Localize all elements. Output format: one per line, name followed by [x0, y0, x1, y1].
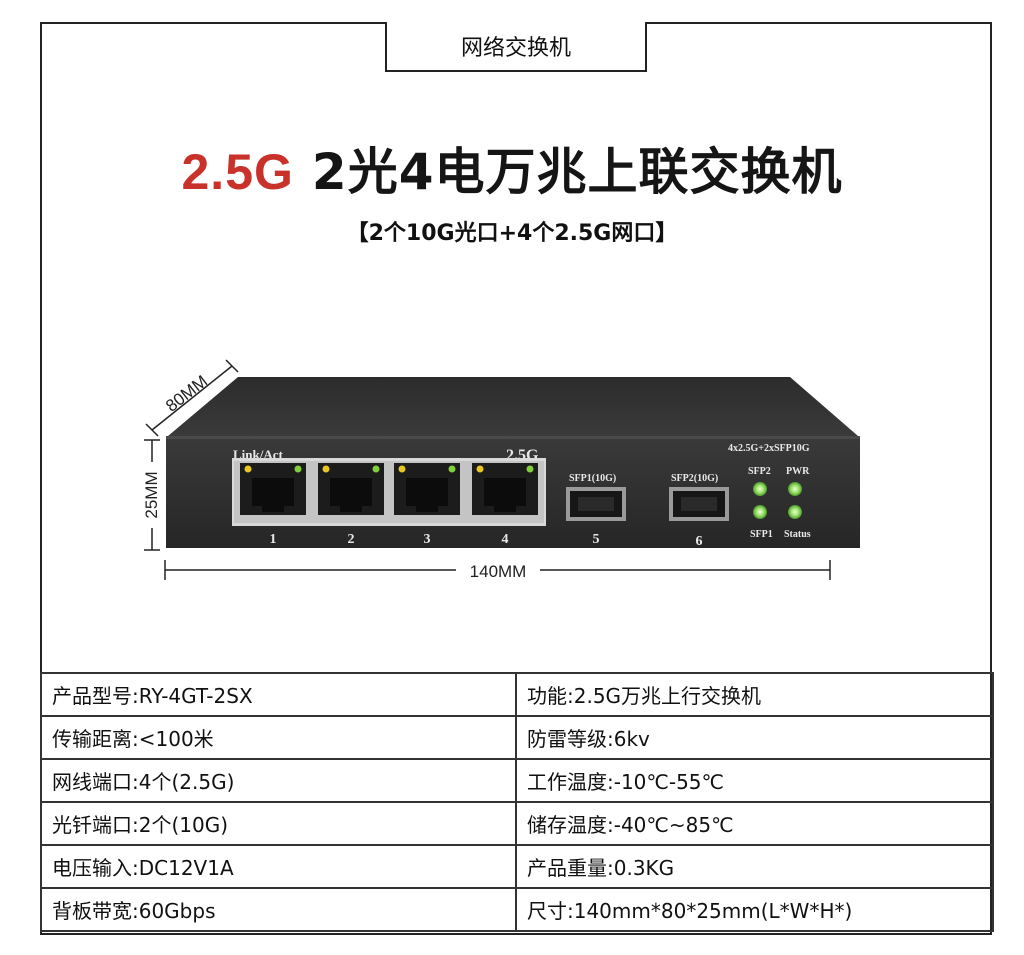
- headline-title: 2光4电万兆上联交换机: [311, 143, 843, 201]
- rj45-port-4: [472, 463, 538, 515]
- spec-surge-protection: 防雷等级:6kv: [515, 715, 994, 760]
- table-row: 光钎端口:2个(10G) 储存温度:-40℃~85℃: [40, 801, 994, 846]
- sfp1-label: SFP1(10G): [569, 473, 616, 484]
- width-label: 140MM: [470, 562, 527, 581]
- table-row: 背板带宽:60Gbps 尺寸:140mm*80*25mm(L*W*H*): [40, 887, 994, 932]
- led-status: [788, 505, 802, 519]
- headline-speed: 2.5G: [181, 144, 294, 200]
- sfp-port-6: [669, 487, 729, 521]
- height-dimension: [140, 439, 164, 551]
- led-label-pwr: PWR: [786, 466, 810, 477]
- led-sfp2: [753, 482, 767, 496]
- led-label-status: Status: [784, 529, 811, 540]
- spec-fiber-ports: 光钎端口:2个(10G): [40, 801, 517, 846]
- spec-model: 产品型号:RY-4GT-2SX: [40, 672, 517, 717]
- spec-function: 功能:2.5G万兆上行交换机: [515, 672, 994, 717]
- spec-dimensions: 尺寸:140mm*80*25mm(L*W*H*): [515, 887, 994, 932]
- spec-weight: 产品重量:0.3KG: [515, 844, 994, 889]
- height-label: 25MM: [142, 471, 161, 518]
- spec-storage-temp: 储存温度:-40℃~85℃: [515, 801, 994, 846]
- switch-diagram: 80MM 25MM 140MM Link/Act 2.5G 4x2.5G+2xS…: [140, 359, 860, 581]
- rj45-port-2: [318, 463, 384, 515]
- port-number-3: 3: [424, 532, 431, 547]
- sfp-port-5: [566, 487, 626, 521]
- model-label: 4x2.5G+2xSFP10G: [728, 443, 810, 454]
- spec-power-input: 电压输入:DC12V1A: [40, 844, 517, 889]
- product-headline: 2.5G 2光4电万兆上联交换机: [0, 132, 1024, 204]
- led-label-sfp1: SFP1: [750, 529, 773, 540]
- table-row: 网线端口:4个(2.5G) 工作温度:-10℃-55℃: [40, 758, 994, 803]
- spec-table: 产品型号:RY-4GT-2SX 功能:2.5G万兆上行交换机 传输距离:<100…: [40, 672, 994, 932]
- table-row: 电压输入:DC12V1A 产品重量:0.3KG: [40, 844, 994, 889]
- port-number-4: 4: [502, 532, 509, 547]
- spec-backplane: 背板带宽:60Gbps: [40, 887, 517, 932]
- port-number-6: 6: [696, 534, 703, 549]
- product-subheadline: 【2个10G光口+4个2.5G网口】: [346, 221, 678, 246]
- port-number-5: 5: [593, 532, 600, 547]
- spec-ethernet-ports: 网线端口:4个(2.5G): [40, 758, 517, 803]
- port-number-2: 2: [348, 532, 355, 547]
- led-label-sfp2: SFP2: [748, 466, 771, 477]
- spec-operating-temp: 工作温度:-10℃-55℃: [515, 758, 994, 803]
- depth-dimension: [145, 359, 239, 437]
- spec-distance: 传输距离:<100米: [40, 715, 517, 760]
- table-row: 产品型号:RY-4GT-2SX 功能:2.5G万兆上行交换机: [40, 672, 994, 717]
- table-row: 传输距离:<100米 防雷等级:6kv: [40, 715, 994, 760]
- rj45-port-1: [240, 463, 306, 515]
- category-label: 网络交换机: [385, 22, 647, 72]
- rj45-port-3: [394, 463, 460, 515]
- width-dimension: [164, 560, 831, 580]
- led-pwr: [788, 482, 802, 496]
- port-number-1: 1: [270, 532, 277, 547]
- sfp2-label: SFP2(10G): [671, 473, 718, 484]
- led-sfp1: [753, 505, 767, 519]
